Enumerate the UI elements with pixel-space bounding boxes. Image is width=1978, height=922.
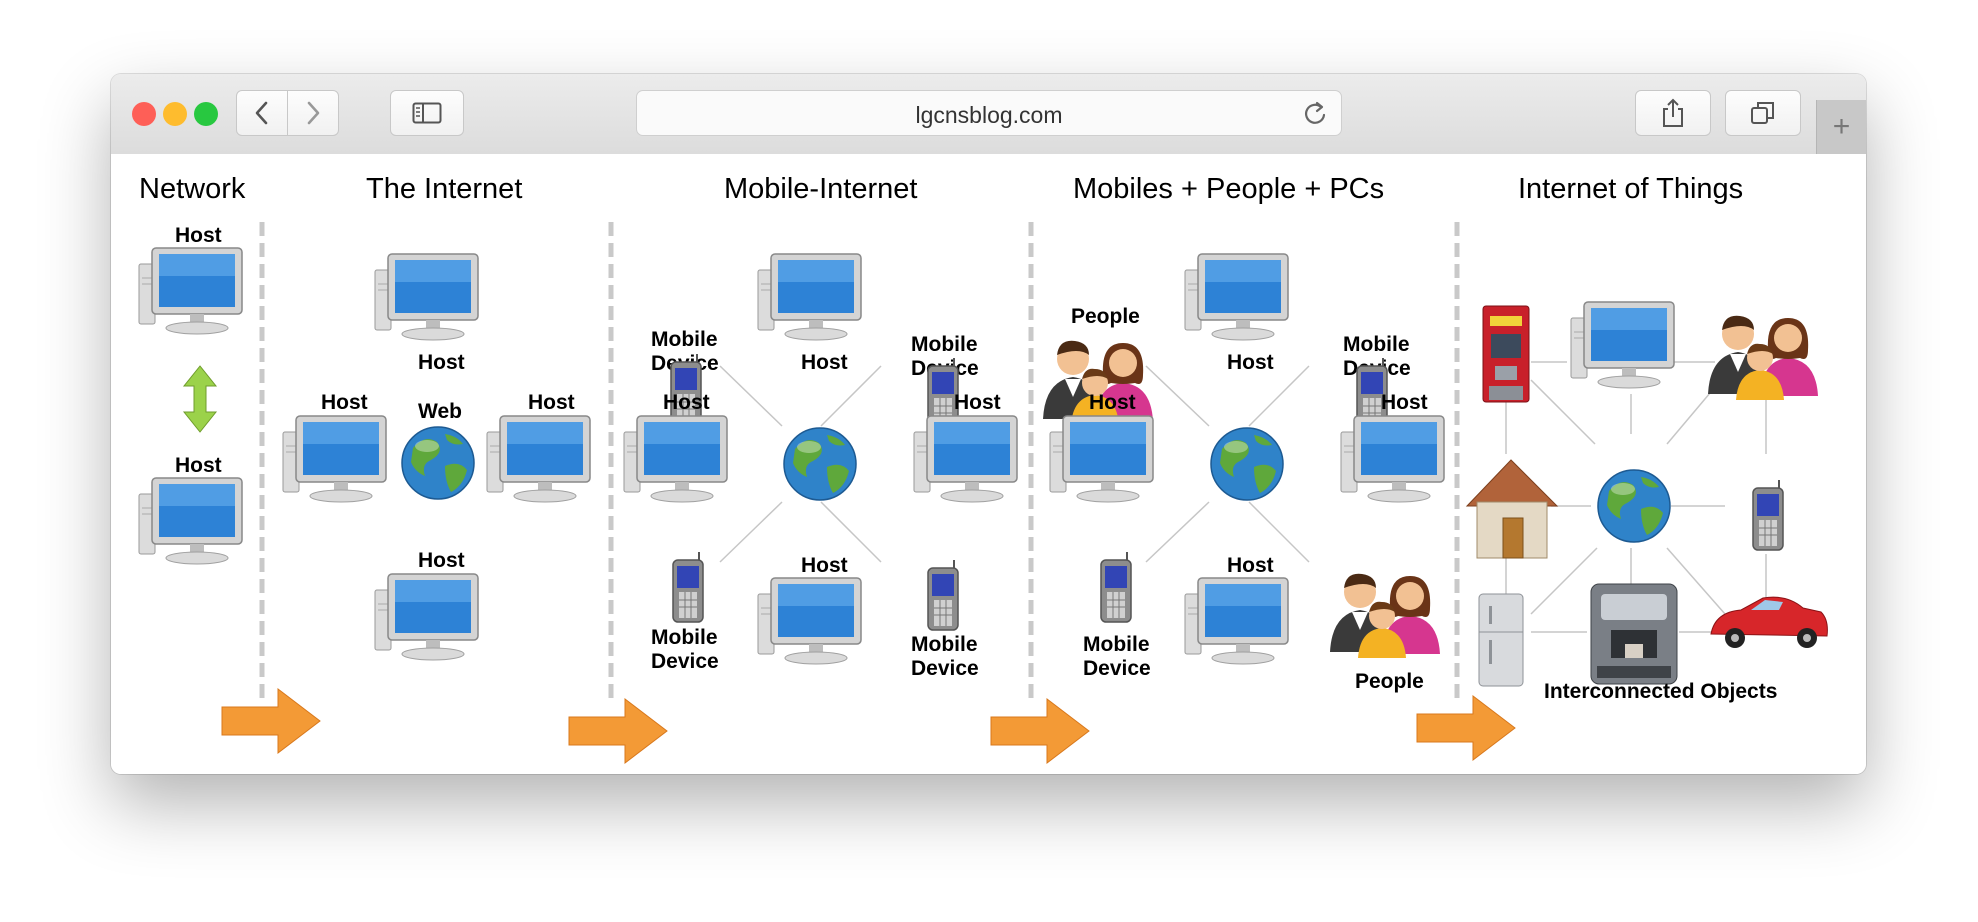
forward-button[interactable]: [287, 90, 339, 136]
tabs-icon: [1751, 102, 1774, 124]
page-content: Network The Internet Mobile-Internet Mob…: [111, 154, 1866, 774]
host-label: Host: [801, 351, 848, 374]
url-text: lgcnsblog.com: [915, 102, 1063, 128]
internet-globe-icon: [783, 427, 857, 501]
host-label: Host: [1227, 351, 1274, 374]
host-computer-icon: [486, 415, 591, 503]
mobile-phone-icon: [672, 551, 704, 623]
stage-title-iot: Internet of Things: [1518, 173, 1743, 205]
internet-globe-icon: [1597, 469, 1671, 543]
people-label: People: [1355, 670, 1424, 693]
minimize-window-button[interactable]: [163, 102, 187, 126]
host-computer-icon: [1184, 577, 1289, 665]
car-icon: [1710, 596, 1828, 648]
host-computer-icon: [1049, 415, 1154, 503]
atm-icon: [1482, 305, 1530, 403]
share-icon: [1663, 98, 1683, 127]
browser-window: lgcnsblog.com +: [111, 74, 1866, 774]
network-links: [1145, 365, 1310, 563]
reload-icon[interactable]: [1301, 100, 1329, 128]
host-computer-icon: [1340, 415, 1445, 503]
host-label: Host: [528, 391, 575, 414]
host-computer-icon: [138, 247, 243, 335]
mobile-phone-icon: [1752, 479, 1784, 551]
transition-arrow-icon: [990, 698, 1090, 764]
network-links: [719, 365, 882, 563]
host-label: Host: [418, 351, 465, 374]
people-icon: [1708, 315, 1818, 400]
host-computer-icon: [374, 573, 479, 661]
host-computer-icon: [757, 577, 862, 665]
address-bar[interactable]: lgcnsblog.com: [636, 90, 1342, 136]
host-label: Host: [801, 554, 848, 577]
host-label: Host: [418, 549, 465, 572]
zoom-window-button[interactable]: [194, 102, 218, 126]
host-computer-icon: [623, 415, 728, 503]
iot-evolution-diagram: Network The Internet Mobile-Internet Mob…: [138, 173, 1828, 764]
coffee-machine-icon: [1590, 583, 1678, 685]
host-label: Host: [1227, 554, 1274, 577]
transition-arrow-icon: [221, 688, 321, 754]
host-label: Host: [1089, 391, 1136, 414]
transition-arrow-icon: [1416, 695, 1516, 761]
people-label: People: [1071, 305, 1140, 328]
computer-icon: [1570, 301, 1675, 389]
host-label: Host: [175, 454, 222, 477]
stage-title-mobile-internet: Mobile-Internet: [724, 173, 917, 205]
host-computer-icon: [757, 253, 862, 341]
browser-toolbar: lgcnsblog.com +: [111, 74, 1866, 155]
stage-title-internet: The Internet: [366, 173, 522, 205]
back-icon: [255, 101, 268, 125]
host-label: Host: [175, 224, 222, 247]
sidebar-icon: [412, 102, 442, 124]
tabs-overview-button[interactable]: [1725, 90, 1801, 136]
forward-icon: [307, 101, 320, 125]
share-button[interactable]: [1635, 90, 1711, 136]
host-computer-icon: [913, 415, 1018, 503]
plus-icon: +: [1832, 110, 1851, 143]
people-icon: [1330, 573, 1440, 658]
host-label: Host: [1381, 391, 1428, 414]
host-computer-icon: [138, 477, 243, 565]
host-label: Host: [663, 391, 710, 414]
stage-dividers: [259, 222, 1460, 699]
mobile-phone-icon: [1100, 551, 1132, 623]
web-label: Web: [418, 400, 462, 423]
internet-globe-icon: [1210, 427, 1284, 501]
stage-network: Host Host: [138, 224, 243, 565]
house-icon: [1465, 459, 1559, 559]
refrigerator-icon: [1478, 593, 1524, 687]
host-label: Host: [321, 391, 368, 414]
stage-title-network: Network: [139, 173, 246, 205]
host-computer-icon: [1184, 253, 1289, 341]
host-computer-icon: [374, 253, 479, 341]
sidebar-button[interactable]: [390, 90, 464, 136]
transition-arrow-icon: [568, 698, 668, 764]
web-globe-icon: [401, 426, 475, 500]
host-computer-icon: [282, 415, 387, 503]
bidirectional-arrow-icon: [182, 365, 218, 433]
mobile-phone-icon: [927, 559, 959, 631]
back-button[interactable]: [236, 90, 288, 136]
interconnected-objects-label: Interconnected Objects: [1544, 680, 1777, 703]
host-label: Host: [954, 391, 1001, 414]
stage-title-mobiles-people-pcs: Mobiles + People + PCs: [1073, 173, 1384, 205]
close-window-button[interactable]: [132, 102, 156, 126]
new-tab-button[interactable]: +: [1816, 100, 1866, 154]
stage-iot: Interconnected Objects: [1465, 301, 1828, 703]
stage-internet: Host Host Web Host Host: [282, 253, 591, 661]
